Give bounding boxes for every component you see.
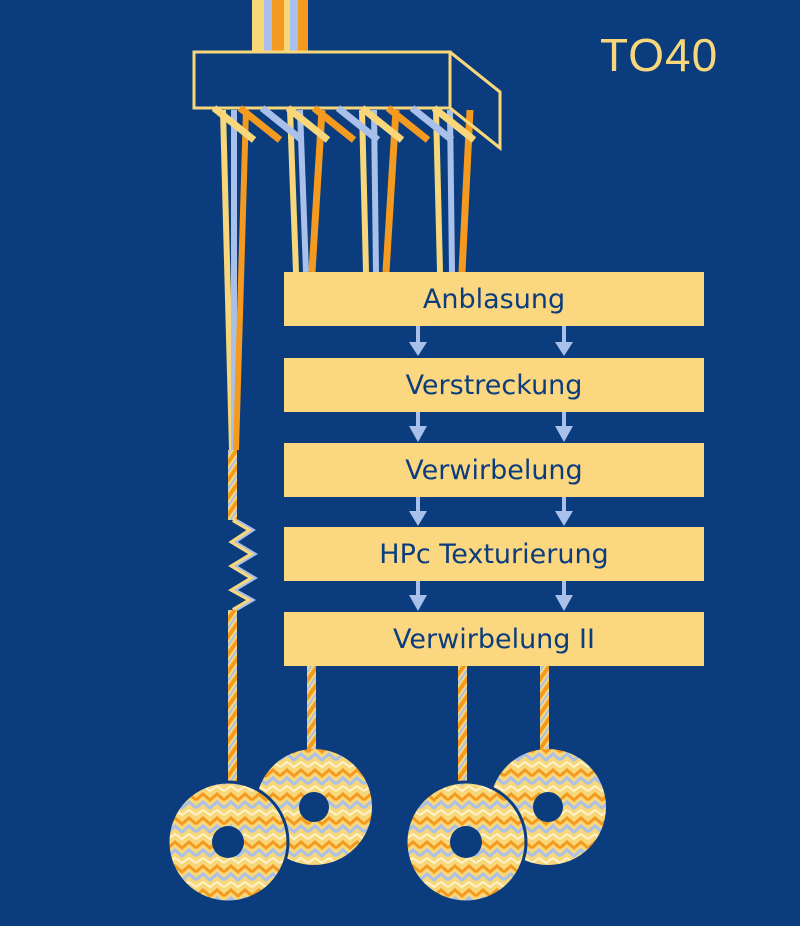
spinneret-icon (192, 50, 502, 152)
down-arrow-icon (409, 326, 573, 611)
output-threads (307, 666, 549, 786)
step-verstreckung: Verstreckung (284, 358, 704, 412)
left-thread (228, 450, 258, 795)
step-label: HPc Texturierung (379, 538, 609, 570)
yarn-bobbin-icon (166, 749, 606, 904)
step-label: Verwirbelung (405, 454, 583, 486)
feed-yarns (252, 0, 308, 52)
model-title: TO40 (600, 29, 719, 81)
step-verwirbelung: Verwirbelung (284, 443, 704, 497)
step-label: Anblasung (422, 283, 566, 315)
step-anblasung: Anblasung (284, 272, 704, 326)
step-label: Verwirbelung II (393, 623, 595, 655)
step-verwirbelung-ii: Verwirbelung II (284, 612, 704, 666)
step-label: Verstreckung (405, 369, 583, 401)
step-hpc-texturierung: HPc Texturierung (284, 527, 704, 581)
